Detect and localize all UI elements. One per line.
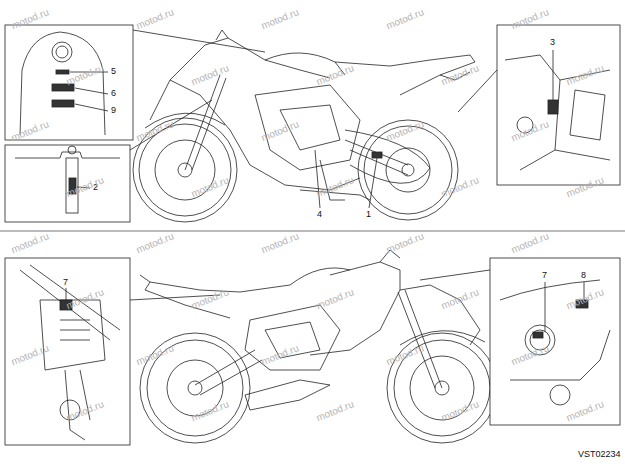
- callout-number: 8: [580, 271, 587, 280]
- watermark: motod.ru: [135, 119, 175, 143]
- watermark: motod.ru: [190, 175, 230, 199]
- callout-number: 3: [549, 38, 556, 47]
- watermark: motod.ru: [440, 287, 480, 311]
- watermark: motod.ru: [510, 231, 550, 255]
- watermark: motod.ru: [315, 287, 355, 311]
- watermark: motod.ru: [260, 119, 300, 143]
- callout-number: 5: [110, 67, 117, 76]
- callout-number: 1: [365, 210, 372, 219]
- watermark: motod.ru: [315, 399, 355, 423]
- watermark: motod.ru: [10, 231, 50, 255]
- watermark: motod.ru: [135, 231, 175, 255]
- watermark: motod.ru: [385, 7, 425, 31]
- watermark: motod.ru: [315, 63, 355, 87]
- callout-number: 4: [316, 210, 323, 219]
- callout-number: 7: [62, 278, 69, 287]
- callout-number: 7: [541, 271, 548, 280]
- watermark: motod.ru: [440, 175, 480, 199]
- callout-number: 6: [110, 89, 117, 98]
- callout-number: 9: [110, 106, 117, 115]
- figure-code: VST02234: [578, 450, 621, 459]
- watermark: motod.ru: [190, 399, 230, 423]
- watermark: motod.ru: [440, 63, 480, 87]
- watermark: motod.ru: [260, 7, 300, 31]
- watermark: motod.ru: [260, 231, 300, 255]
- watermark: motod.ru: [440, 399, 480, 423]
- watermark: motod.ru: [135, 343, 175, 367]
- watermark: motod.ru: [315, 175, 355, 199]
- watermark: motod.ru: [385, 231, 425, 255]
- watermark: motod.ru: [135, 7, 175, 31]
